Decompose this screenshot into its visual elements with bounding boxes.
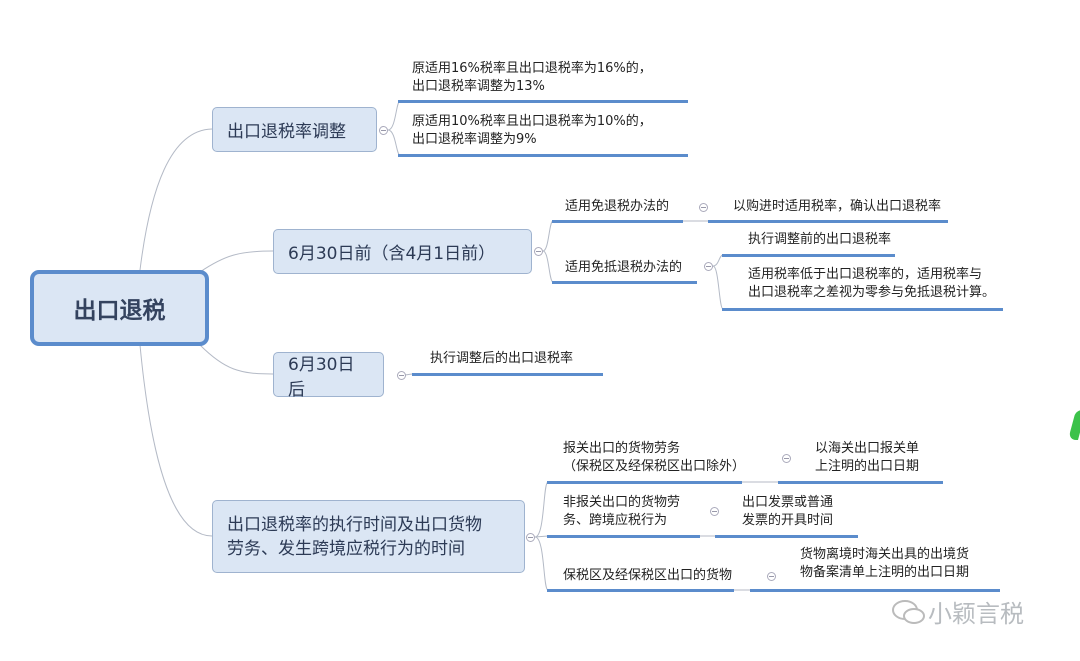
collapse-icon[interactable] (704, 262, 713, 271)
branch-before-0630[interactable]: 6月30日前（含4月1日前） (273, 229, 532, 274)
wechat-icon (892, 599, 925, 624)
sub-non-customs-export[interactable]: 非报关出口的货物劳务、跨境应税行为 (563, 494, 680, 530)
node-line: 出口退税率的执行时间及出口货物 (227, 515, 482, 535)
leaf-line: 货物离境时海关出具的出境货 (800, 547, 970, 562)
underline (715, 535, 858, 538)
leaf: 以海关出口报关单上注明的出口日期 (815, 440, 919, 476)
leaf-line: 发票的开具时间 (742, 513, 834, 528)
leaf: 适用税率低于出口退税率的，适用税率与出口退税率之差视为零参与免抵退税计算。 (748, 266, 995, 302)
leaf-line: 出口退税率调整为9% (412, 132, 537, 147)
sub-bonded-zone[interactable]: 保税区及经保税区出口的货物 (563, 568, 733, 583)
sub-line: （保税区及经保税区出口除外） (563, 459, 746, 474)
collapse-icon[interactable] (710, 507, 719, 516)
collapse-icon[interactable] (767, 572, 776, 581)
leaf-10pct: 原适用10%税率且出口退税率为10%的， 出口退税率调整为9% (412, 113, 652, 149)
underline (398, 100, 688, 103)
underline (778, 481, 943, 484)
leaf-line: 原适用16%税率且出口退税率为16%的， (412, 61, 652, 76)
underline (750, 589, 1000, 592)
root-node[interactable]: 出口退税 (30, 270, 209, 346)
leaf: 以购进时适用税率，确认出口退税率 (733, 199, 942, 214)
sub-exempt-refund[interactable]: 适用免退税办法的 (565, 199, 670, 214)
collapse-icon[interactable] (534, 247, 543, 256)
underline (722, 308, 1003, 311)
leaf-line: 出口退税率调整为13% (412, 79, 545, 94)
leaf-line: 原适用10%税率且出口退税率为10%的， (412, 114, 652, 129)
underline (547, 589, 734, 592)
underline (547, 535, 700, 538)
leaf: 出口发票或普通发票的开具时间 (742, 494, 833, 530)
underline (708, 220, 948, 223)
underline (552, 220, 683, 223)
leaf-line: 以海关出口报关单 (815, 441, 920, 456)
watermark: 小颖言税 (890, 594, 1024, 629)
leaf-line: 出口发票或普通 (742, 495, 834, 510)
leaf: 执行调整后的出口退税率 (430, 351, 574, 366)
underline (722, 254, 895, 257)
branch-timing[interactable]: 出口退税率的执行时间及出口货物劳务、发生跨境应税行为的时间 (212, 500, 525, 573)
collapse-icon[interactable] (782, 454, 791, 463)
underline (412, 373, 603, 376)
branch-rate-adjust[interactable]: 出口退税率调整 (212, 107, 377, 152)
leaf: 执行调整前的出口退税率 (748, 232, 892, 247)
underline (552, 281, 697, 284)
leaf-16pct: 原适用16%税率且出口退税率为16%的， 出口退税率调整为13% (412, 60, 652, 96)
branch-after-0630[interactable]: 6月30日后 (273, 352, 384, 400)
leaf: 货物离境时海关出具的出境货物备案清单上注明的出口日期 (800, 546, 969, 582)
leaf-line: 上注明的出口日期 (815, 459, 920, 474)
underline (547, 481, 742, 484)
collapse-icon[interactable] (526, 533, 535, 542)
leaf-line: 出口退税率之差视为零参与免抵退税计算。 (748, 285, 996, 300)
watermark-text: 小颖言税 (928, 600, 1024, 628)
sub-line: 报关出口的货物劳务 (563, 441, 681, 456)
node-line: 劳务、发生跨境应税行为的时间 (227, 539, 465, 559)
sub-line: 非报关出口的货物劳 (563, 495, 681, 510)
sub-line: 务、跨境应税行为 (563, 513, 668, 528)
collapse-icon[interactable] (699, 203, 708, 212)
leaf-line: 物备案清单上注明的出口日期 (800, 565, 970, 580)
underline (398, 154, 688, 157)
leaf-line: 适用税率低于出口退税率的，适用税率与 (748, 267, 983, 282)
collapse-icon[interactable] (397, 371, 406, 380)
sub-customs-export[interactable]: 报关出口的货物劳务 （保税区及经保税区出口除外） (563, 440, 745, 476)
collapse-icon[interactable] (379, 126, 388, 135)
sub-exempt-credit-refund[interactable]: 适用免抵退税办法的 (565, 260, 683, 275)
